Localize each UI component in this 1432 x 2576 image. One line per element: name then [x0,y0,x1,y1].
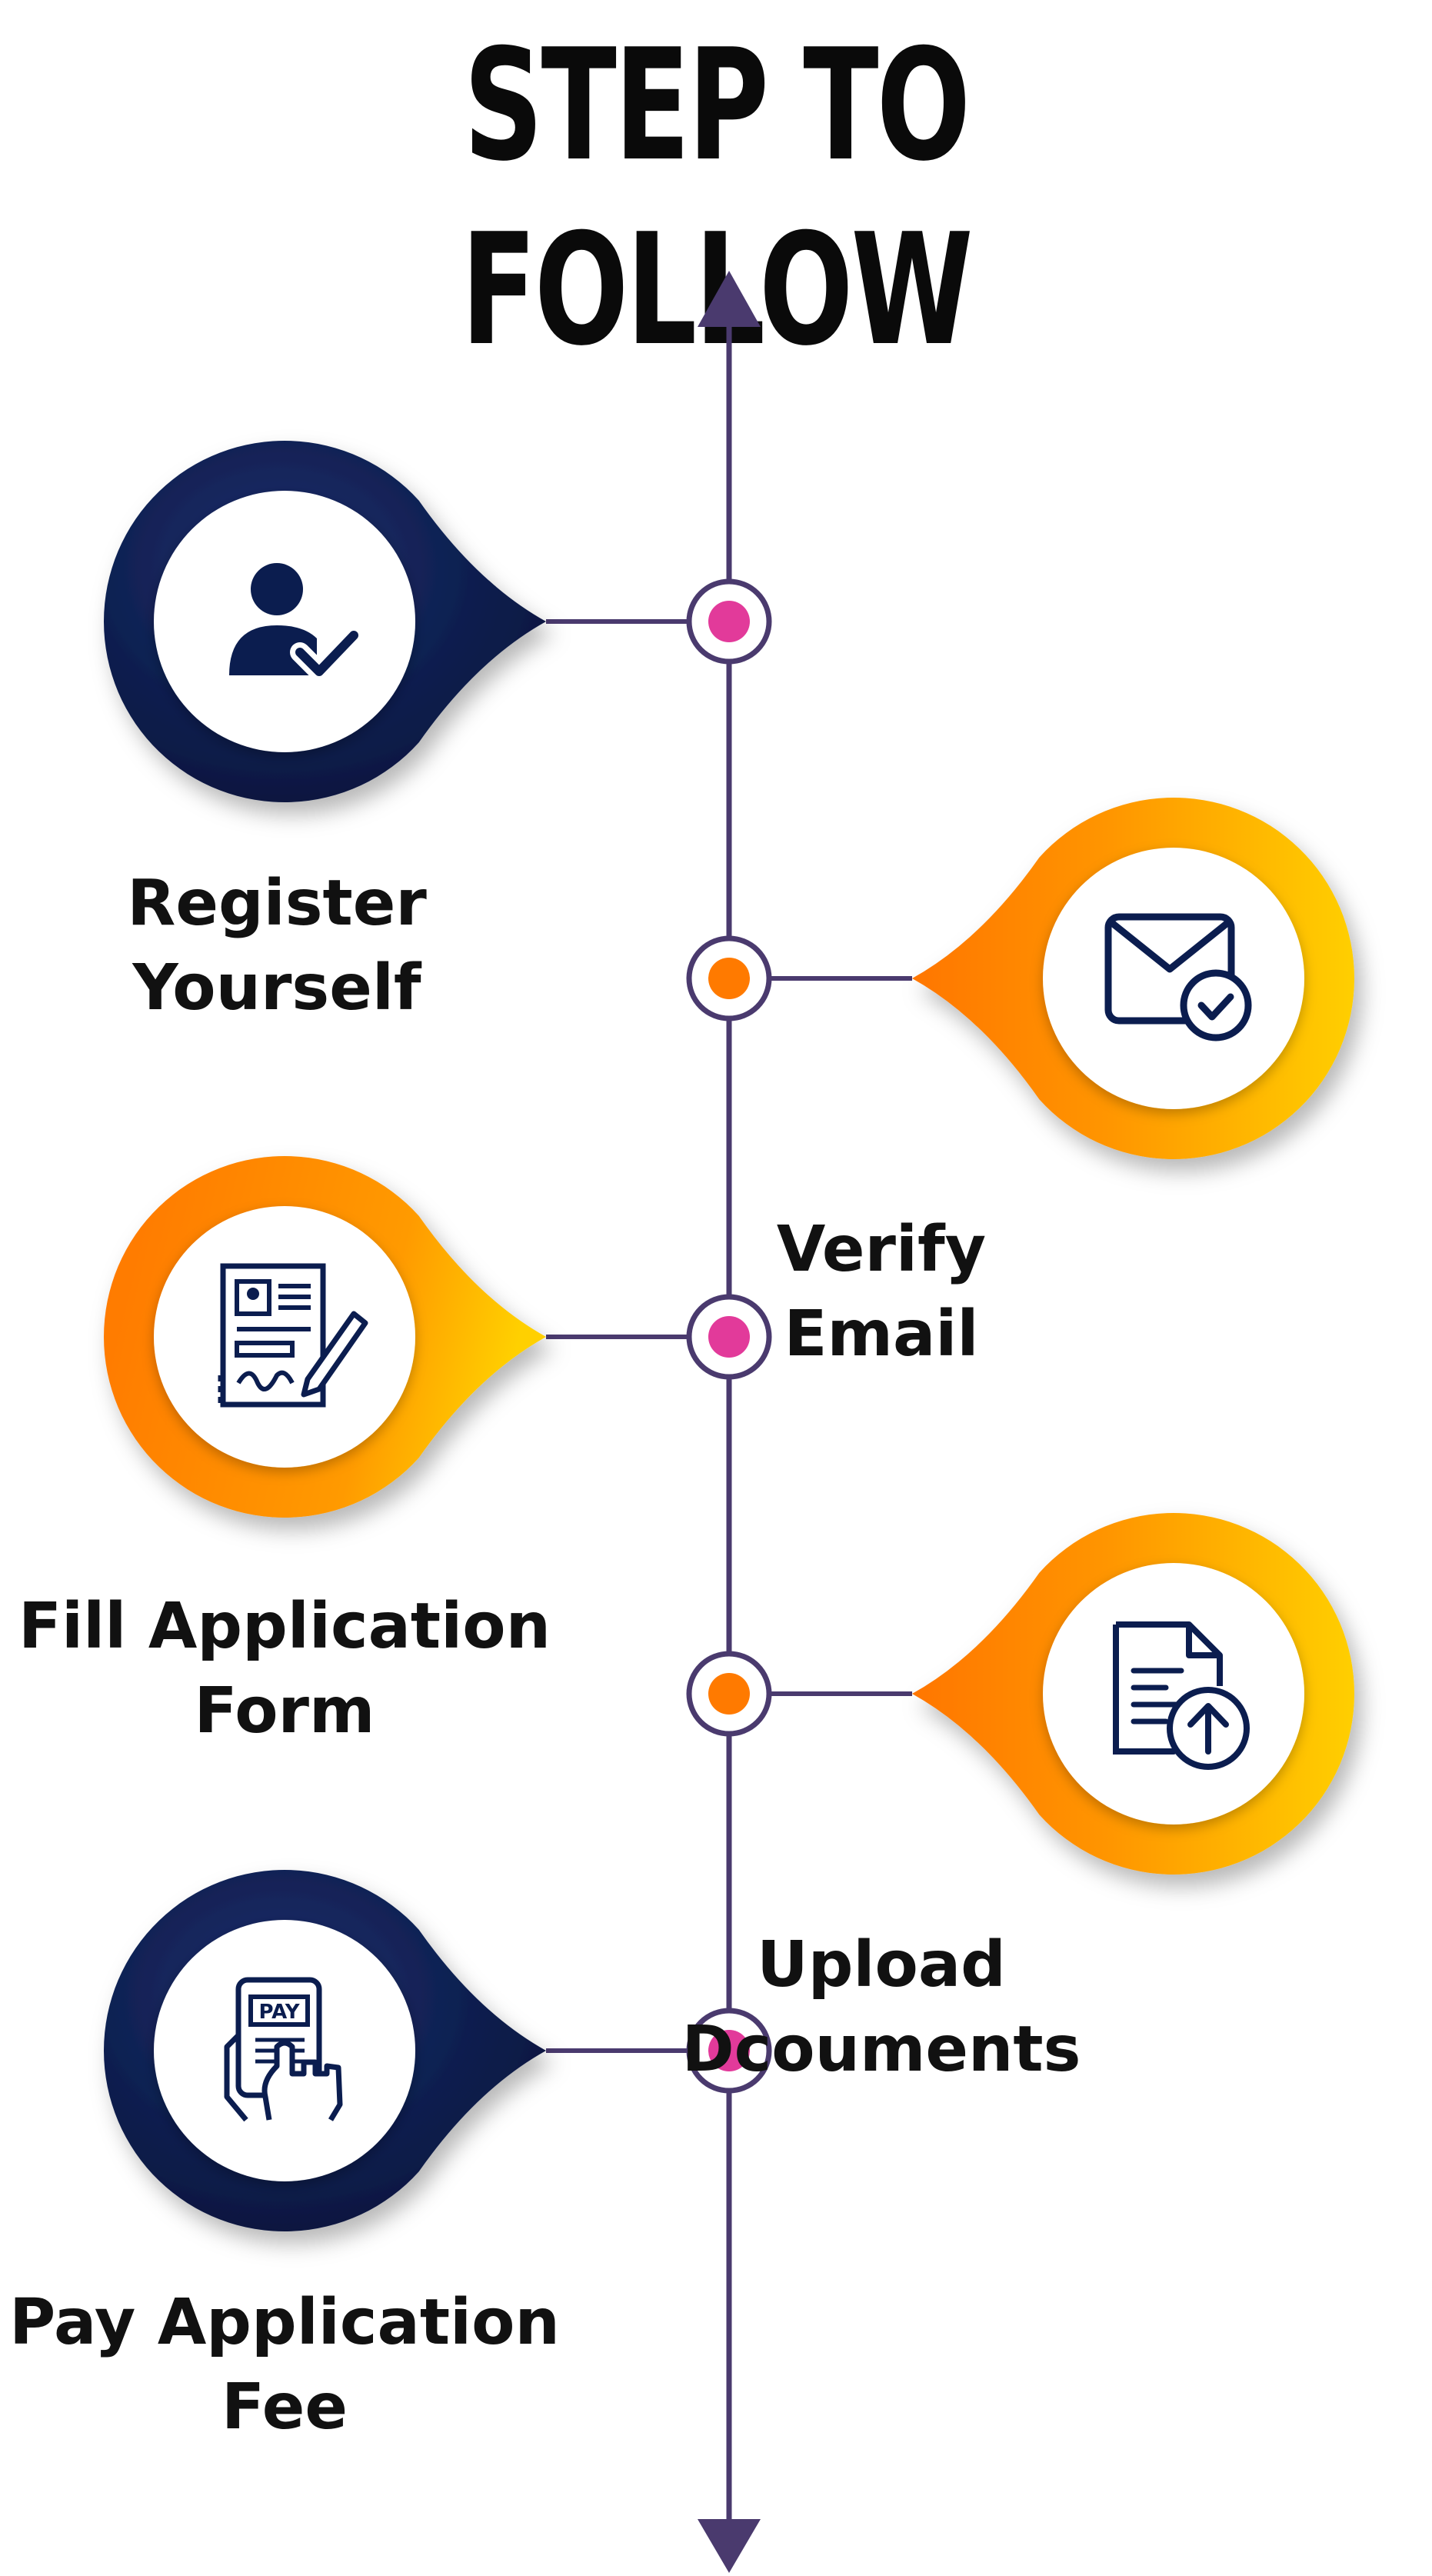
step-node-1 [103,440,772,802]
step-label-line2: Email [784,1298,979,1371]
icon-circle [154,491,415,752]
icon-circle [1043,1563,1304,1825]
step-node-2 [686,797,1355,1159]
axis-arrow-up-icon [698,271,761,327]
document-upload-icon [1113,1621,1250,1770]
axis-arrow-down-icon [698,2519,761,2573]
step-label-line1: Pay Application [9,2286,560,2359]
timeline-marker-dot [708,958,750,999]
step-label-upload: Upload Dcouments [589,1923,1174,2092]
icon-circle [154,1206,415,1468]
svg-text:PAY: PAY [258,2001,300,2024]
step-label-line1: Verify [776,1213,987,1286]
timeline-marker-dot [708,601,750,642]
step-label-line2: Yourself [132,951,421,1025]
icon-circle [1043,848,1304,1109]
step-label-verify: Verify Email [589,1208,1174,1377]
step-label-line2: Dcouments [681,2013,1081,2086]
timeline-marker-dot [708,1673,750,1715]
step-label-register: Register Yourself [0,861,569,1031]
step-label-line1: Upload [757,1928,1006,2001]
step-node-3 [104,1156,772,1518]
step-node-5: PAY [103,1870,772,2231]
step-label-pay: Pay Application Fee [0,2281,577,2450]
step-label-line2: Fee [221,2371,348,2444]
step-label-line1: Register [127,867,427,940]
form-sign-icon [218,1263,368,1408]
timeline-marker-dot [708,2030,750,2071]
step-label-line2: Form [194,1675,375,1748]
user-check-icon [229,563,364,681]
timeline-marker-dot [708,1316,750,1358]
pay-tap-icon: PAY [224,1977,343,2122]
email-check-icon [1104,913,1252,1041]
step-node-4 [686,1512,1355,1875]
page-title: STEP TO FOLLOW [461,16,973,380]
step-label-line1: Fill Application [18,1590,551,1663]
step-label-fill-form: Fill Application Form [0,1585,577,1754]
